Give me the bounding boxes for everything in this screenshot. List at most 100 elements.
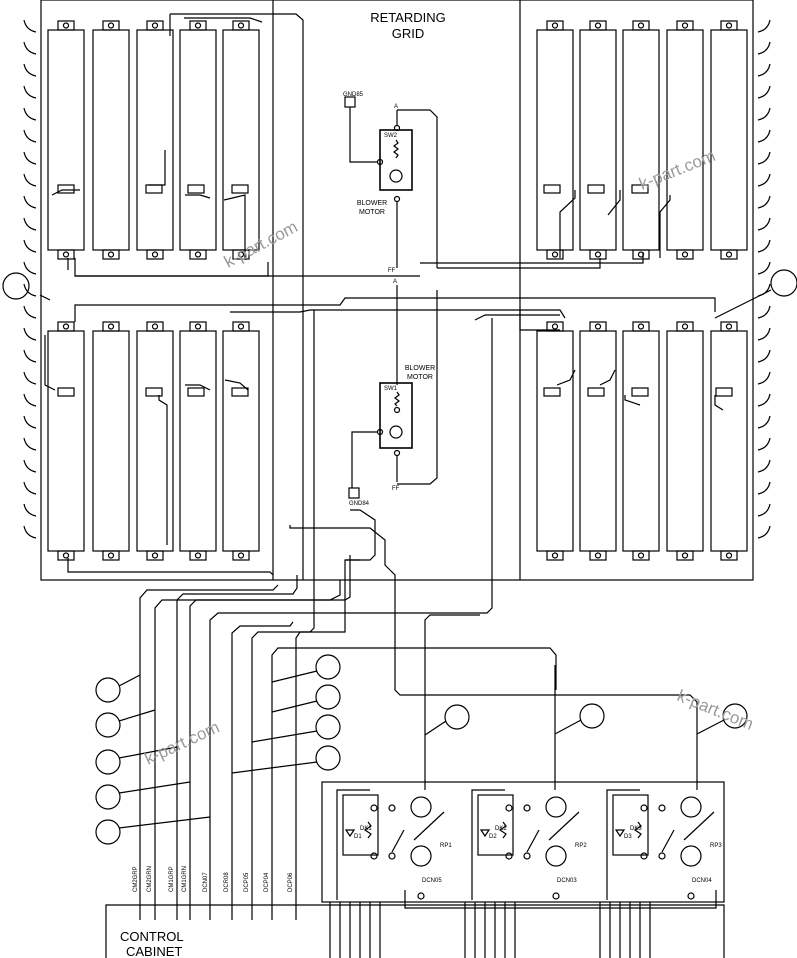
resistor-terminal	[151, 323, 159, 330]
resistor-element	[579, 20, 617, 260]
blower-motor-bottom: A BLOWER MOTOR SW1 GND84 FF	[348, 279, 438, 507]
bundle-terminal-lead	[118, 746, 178, 759]
resistor-terminal	[681, 323, 689, 330]
resistor-body	[222, 330, 260, 552]
resistor-body	[666, 29, 704, 251]
wire-label: CM2GRN	[147, 866, 153, 892]
blower-bottom-motor-icon	[389, 425, 403, 439]
resistor-element	[536, 321, 574, 561]
coil-hook-left	[23, 85, 37, 99]
bundle-terminal	[315, 745, 341, 771]
bundle-terminal	[315, 684, 341, 710]
resistor-terminal	[107, 323, 115, 330]
grid-wiring	[39, 13, 724, 580]
watermark-1: k-part.com	[221, 217, 301, 271]
resistor-terminal	[62, 22, 70, 29]
resistor-body	[179, 29, 217, 251]
resistor-body	[579, 29, 617, 251]
resistor-cap-bottom	[189, 550, 207, 561]
resistor-element	[179, 321, 217, 561]
coil-hook-left	[23, 481, 37, 495]
resistor-cap-bottom	[546, 550, 564, 561]
bundle-terminal	[95, 819, 121, 845]
resistor-element	[579, 321, 617, 561]
resistor-terminal	[551, 552, 559, 559]
blower-motor-top: GND85 SW2 A BLOWER MOTOR FF	[343, 92, 438, 274]
relay-rp-label: RP3	[710, 843, 722, 849]
resistor-body	[622, 29, 660, 251]
coil-hook-left	[23, 173, 37, 187]
resistor-tab	[631, 184, 649, 194]
coil-hook-left	[23, 129, 37, 143]
coil-hook-right	[757, 327, 771, 341]
relay-rp-label: RP1	[440, 843, 452, 849]
coil-hook-left	[23, 63, 37, 77]
resistor-cap-bottom	[589, 249, 607, 260]
resistor-terminal	[681, 22, 689, 29]
coil-hook-right	[757, 85, 771, 99]
coil-hook-left	[23, 349, 37, 363]
resistor-cap-bottom	[720, 249, 738, 260]
resistor-body	[136, 29, 174, 251]
pin-a-top: A	[394, 104, 398, 110]
relay-contact	[388, 852, 396, 860]
resistor-terminal	[194, 251, 202, 258]
coil-hook-left	[23, 217, 37, 231]
coil-hook-right	[757, 393, 771, 407]
resistor-terminal	[681, 251, 689, 258]
resistor-cap-top	[232, 321, 250, 332]
resistor-cap-bottom	[720, 550, 738, 561]
relay-output-terminal	[687, 892, 695, 900]
resistor-element	[710, 20, 748, 260]
coil-hook-right	[757, 525, 771, 539]
coil-hook-right	[757, 503, 771, 517]
coil-hook-right	[757, 173, 771, 187]
resistor-tab	[187, 184, 205, 194]
resistor-terminal	[107, 251, 115, 258]
wire-label: DCP06	[288, 872, 294, 892]
resistor-cap-bottom	[676, 249, 694, 260]
resistor-body	[666, 330, 704, 552]
resistor-body	[179, 330, 217, 552]
pin-ff-top: FF	[388, 268, 396, 274]
relay-contactor-label: DCN03	[557, 878, 577, 884]
side-terminal-left	[2, 272, 30, 300]
coil-hook-left	[23, 503, 37, 517]
resistor-terminal	[151, 251, 159, 258]
resistor-terminal	[62, 323, 70, 330]
resistor-cap-top	[589, 321, 607, 332]
resistor-tab	[631, 387, 649, 397]
resistor-terminal	[725, 251, 733, 258]
resistor-terminal	[237, 251, 245, 258]
resistor-cap-top	[589, 20, 607, 31]
bundle-terminal-lead	[696, 719, 725, 735]
relay-rp-circle-top	[410, 796, 432, 818]
resistor-tab	[587, 184, 605, 194]
resistor-cap-top	[146, 20, 164, 31]
resistor-body	[222, 29, 260, 251]
relay-contact	[523, 804, 531, 812]
resistor-terminal	[194, 552, 202, 559]
coil-hook-right	[757, 459, 771, 473]
resistor-element	[666, 321, 704, 561]
resistor-terminal	[594, 251, 602, 258]
resistor-element	[136, 20, 174, 260]
resistor-tab	[57, 387, 75, 397]
resistor-element	[666, 20, 704, 260]
relay-contact	[370, 852, 378, 860]
relay-rp-circle-top	[680, 796, 702, 818]
coil-hook-right	[757, 371, 771, 385]
bundle-terminal-lead	[118, 781, 191, 794]
resistor-body	[92, 29, 130, 251]
blower-top-box	[379, 129, 413, 191]
relay-d1-label: D1	[354, 834, 362, 840]
coil-hook-right	[757, 151, 771, 165]
resistor-terminal	[637, 22, 645, 29]
coil-hook-right	[757, 283, 771, 297]
bundle-terminals	[95, 654, 748, 845]
bundle-terminal-lead	[118, 816, 211, 829]
resistor-body	[47, 29, 85, 251]
